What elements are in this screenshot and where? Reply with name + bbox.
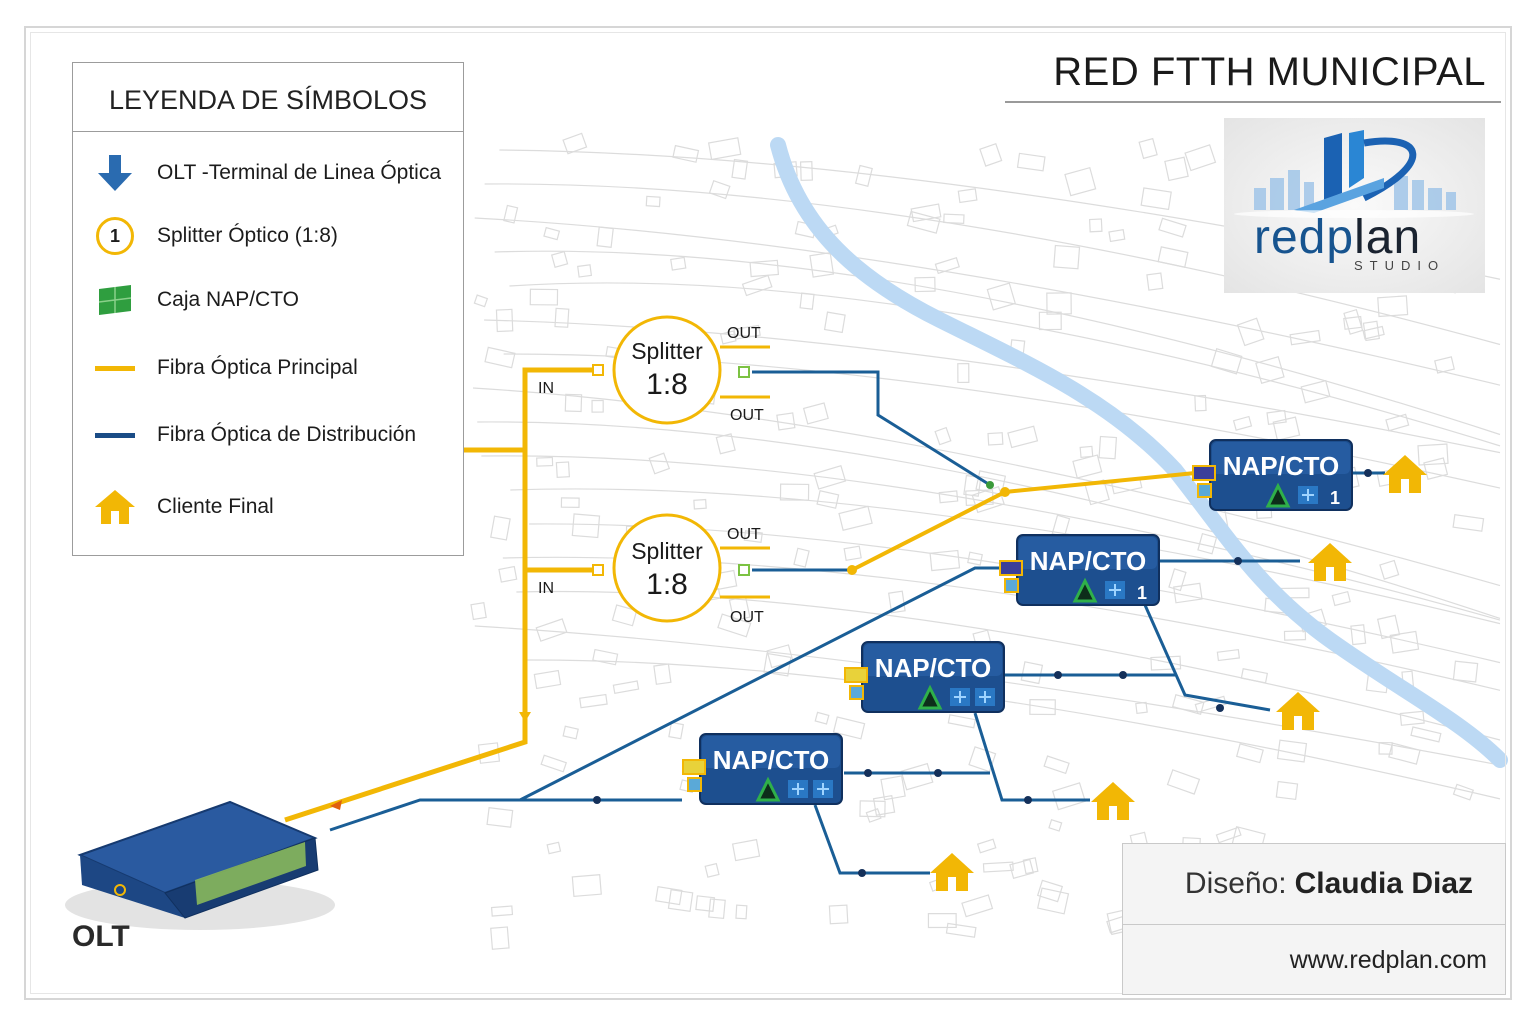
legend-title: LEYENDA DE SÍMBOLOS: [73, 63, 463, 132]
page-title: RED FTTH MUNICIPAL: [1053, 50, 1486, 94]
client-house-icon[interactable]: [1091, 782, 1135, 820]
signal-icon: [1265, 482, 1291, 508]
nap-label: NAP/CTO: [1223, 451, 1340, 481]
nap-box-icon: [73, 285, 157, 315]
nap-cto-box[interactable]: NAP/CTO 1: [999, 534, 1160, 606]
input-port-icon: [1192, 465, 1216, 481]
yellow-line-icon: [73, 365, 157, 371]
plus-icon: [979, 691, 991, 703]
signal-icon: [755, 776, 781, 802]
nap-cto-box[interactable]: NAP/CTO: [682, 733, 843, 805]
olt-device[interactable]: [65, 800, 335, 930]
plus-icon: [1302, 489, 1314, 501]
client-house-icon[interactable]: [930, 853, 974, 891]
legend-panel: LEYENDA DE SÍMBOLOS OLT -Terminal de Lin…: [72, 62, 464, 556]
redplan-logo: redplan STUDIO: [1224, 118, 1485, 293]
legend-label: Fibra Óptica de Distribución: [157, 423, 417, 446]
arrow-down-marker: [519, 712, 531, 722]
splice-dots: [593, 469, 1372, 877]
splitter-2[interactable]: [592, 513, 750, 623]
legend-label: Splitter Óptico (1:8): [157, 224, 338, 247]
page-frame-inner: [30, 32, 1506, 994]
port-icon: [849, 685, 864, 700]
input-port-icon: [682, 759, 706, 775]
signal-icon: [1072, 577, 1098, 603]
legend-item-nap: Caja NAP/CTO: [73, 285, 299, 315]
legend-item-olt: OLT -Terminal de Linea Óptica: [73, 153, 441, 193]
splitter-1-in: IN: [538, 380, 554, 397]
input-port-icon: [999, 560, 1023, 576]
splitter-icon: 1: [73, 217, 157, 255]
arrow-down-icon: [73, 153, 157, 193]
splitter-1-out2: OUT: [730, 407, 764, 424]
nap-label: NAP/CTO: [875, 653, 992, 683]
splitter-2-ratio: 1:8: [646, 568, 688, 601]
port-icon: [687, 777, 702, 792]
splitter-1-ratio: 1:8: [646, 368, 688, 401]
legend-item-main-fiber: Fibra Óptica Principal: [73, 356, 358, 380]
splitter-2-name: Splitter: [631, 538, 703, 564]
plus-icon: [792, 783, 804, 795]
nap-count: 1: [1137, 583, 1147, 603]
title-divider: [1005, 101, 1501, 103]
port-icon: [1004, 578, 1019, 593]
nap-label: NAP/CTO: [713, 745, 830, 775]
legend-label: Caja NAP/CTO: [157, 288, 299, 311]
legend-item-splitter: 1 Splitter Óptico (1:8): [73, 217, 338, 255]
splitter-1-out1: OUT: [727, 325, 761, 342]
blue-line-icon: [73, 432, 157, 438]
splitter-2-out2: OUT: [730, 609, 764, 626]
plus-icon: [1109, 584, 1121, 596]
port-icon: [1197, 483, 1212, 498]
designer-prefix: Diseño:: [1184, 867, 1287, 900]
splitter-1-name: Splitter: [631, 338, 703, 364]
splitter-2-in: IN: [538, 580, 554, 597]
plus-icon: [954, 691, 966, 703]
nap-cto-box[interactable]: NAP/CTO 1: [1192, 439, 1353, 511]
client-house-icon[interactable]: [1383, 455, 1427, 493]
splitter-2-out1: OUT: [727, 526, 761, 543]
legend-label: OLT -Terminal de Linea Óptica: [157, 161, 442, 184]
designer-name: Claudia Diaz: [1294, 867, 1473, 900]
splitter-1[interactable]: [592, 315, 750, 425]
nap-count: 1: [1330, 488, 1340, 508]
plus-icon: [817, 783, 829, 795]
olt-label: OLT: [72, 920, 130, 953]
client-house-icon[interactable]: [1308, 543, 1352, 581]
legend-label: Fibra Óptica Principal: [157, 356, 358, 379]
page-frame: [24, 26, 1512, 1000]
designer-box: Diseño:Claudia Diaz www.redplan.com: [1122, 843, 1506, 995]
logo-wordmark: redplan: [1254, 211, 1422, 264]
river: [770, 137, 1508, 768]
olt-output-marker: [330, 800, 342, 810]
client-house-icon[interactable]: [1276, 692, 1320, 730]
city-skyline-icon: [1234, 130, 1474, 218]
signal-icon: [917, 684, 943, 710]
house-icon: [73, 489, 157, 525]
legend-label: Cliente Final: [157, 495, 274, 518]
legend-item-client: Cliente Final: [73, 489, 274, 525]
nap-cto-box[interactable]: NAP/CTO: [844, 641, 1005, 713]
input-port-icon: [844, 667, 868, 683]
nap-label: NAP/CTO: [1030, 546, 1147, 576]
legend-item-distribution-fiber: Fibra Óptica de Distribución: [73, 423, 416, 447]
logo-subtitle: STUDIO: [1354, 258, 1446, 273]
website-link[interactable]: www.redplan.com: [1289, 945, 1487, 974]
